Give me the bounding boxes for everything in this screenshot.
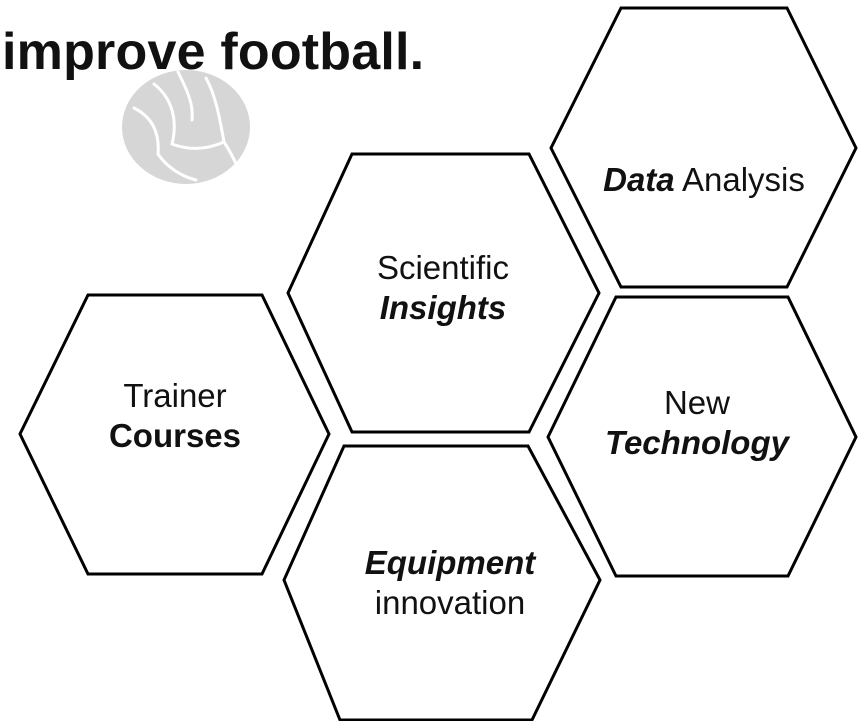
label-scientific-insights-line1: Scientific	[376, 249, 510, 286]
label-trainer-courses-line1: Trainer	[123, 377, 227, 414]
label-equipment-innovation-line2: innovation	[374, 584, 526, 621]
hex-equipment-innovation	[282, 444, 602, 721]
label-equipment-innovation: Equipment innovation	[365, 543, 536, 623]
hex-scientific-insights	[286, 152, 601, 434]
label-data-analysis: Data Analysis	[603, 160, 805, 200]
label-data-analysis-bold: Data	[603, 161, 675, 198]
label-new-technology: New Technology	[605, 383, 789, 463]
label-scientific-insights: Scientific Insights	[377, 248, 509, 328]
hex-new-technology	[546, 295, 858, 578]
label-new-technology-line2: Technology	[605, 424, 789, 461]
hex-data-analysis	[549, 6, 858, 289]
label-new-technology-line1: New	[663, 384, 731, 421]
label-trainer-courses-line2: Courses	[108, 417, 242, 454]
label-equipment-innovation-line1: Equipment	[364, 544, 536, 581]
hex-trainer-courses	[18, 293, 331, 576]
label-data-analysis-rest: Analysis	[674, 161, 805, 198]
soccer-ball-icon	[122, 70, 250, 184]
headline: improve football.	[2, 23, 425, 81]
label-scientific-insights-line2: Insights	[379, 289, 507, 326]
label-trainer-courses: Trainer Courses	[109, 376, 241, 456]
